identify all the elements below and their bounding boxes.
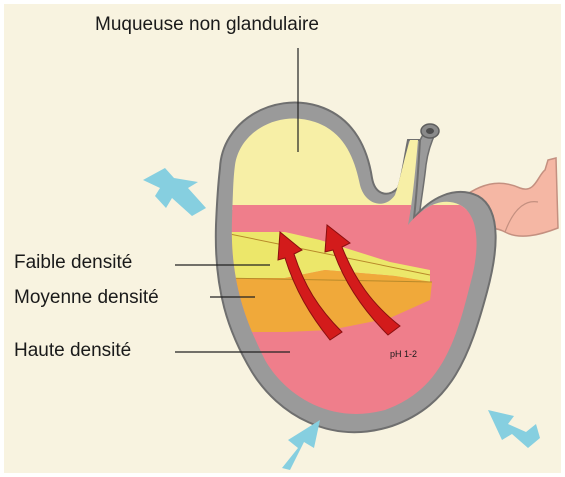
- label-ph: pH 1-2: [390, 349, 417, 359]
- label-muqueuse-non-glandulaire: Muqueuse non glandulaire: [95, 14, 319, 36]
- label-faible-densite: Faible densité: [14, 252, 132, 274]
- label-moyenne-densite: Moyenne densité: [14, 287, 159, 309]
- label-haute-densite: Haute densité: [14, 340, 131, 362]
